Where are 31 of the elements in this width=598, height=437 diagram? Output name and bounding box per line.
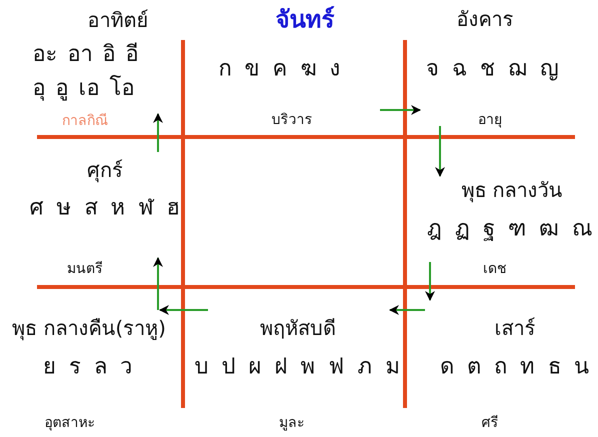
position-label: เดช (483, 260, 507, 279)
letter-group: อะ อา อิ อี อุ อู เอ โอ (32, 38, 158, 106)
arrow (425, 262, 435, 301)
position-label: มนตรี (67, 260, 103, 279)
arrow (153, 113, 163, 152)
arrow (389, 305, 425, 315)
planet-name: พฤหัสบดี (260, 315, 336, 342)
letter-group: จ ฉ ช ฌ ญ (426, 50, 560, 86)
position-label: ศรี (482, 414, 498, 433)
position-label: กาลกิณี (62, 112, 108, 131)
arrow (153, 257, 163, 310)
position-label: อุตสาหะ (44, 414, 96, 433)
arrow (380, 105, 421, 115)
position-label: บริวาร (272, 111, 312, 130)
letter-group: ย ร ล ว (43, 348, 133, 384)
position-label: มูละ (279, 414, 305, 433)
letter-group: ก ข ค ฆ ง (218, 50, 342, 86)
planet-name: จันทร์ (276, 4, 334, 36)
arrow (159, 305, 208, 315)
letter-group: ฎ ฏ ฐ ฑ ฒ ณ (427, 210, 593, 246)
planet-name: เสาร์ (494, 315, 536, 342)
letter-group: ด ต ถ ท ธ น (440, 348, 590, 384)
letter-group: ศ ษ ส ห ฬ ฮ (30, 190, 180, 224)
arrow (435, 126, 445, 177)
planet-name: พุธ กลางคืน(ราหู) (12, 315, 166, 342)
planet-name: อังคาร (456, 6, 514, 33)
planet-name: อาทิตย์ (88, 7, 148, 34)
letter-group: บ ป ผ ฝ พ ฟ ภ ม (194, 348, 402, 384)
planet-name: พุธ กลางวัน (461, 177, 563, 204)
planet-name: ศุกร์ (87, 157, 123, 184)
position-label: อายุ (478, 111, 502, 130)
